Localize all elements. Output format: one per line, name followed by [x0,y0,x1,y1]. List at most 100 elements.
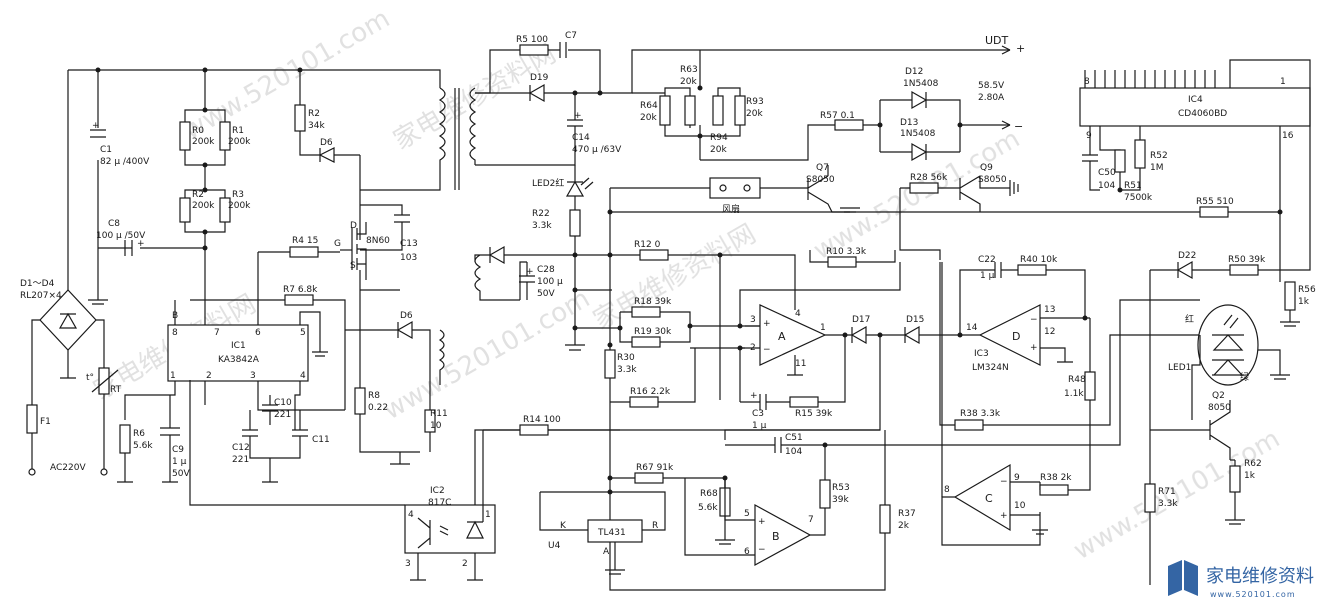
r52-value: 1M [1150,163,1164,173]
i-out: 2.80A [978,93,1005,103]
opa-pin11: 11 [795,359,806,369]
r57-label: R57 0.1 [820,111,855,121]
r28-label: R28 56k [910,173,948,183]
c28-label: C28 [537,265,555,275]
q9-label: Q9 [980,163,993,173]
r5-label: R5 100 [516,35,548,45]
ic1-pin1: 1 [170,371,176,381]
r6-label: R6 [133,429,145,439]
r3-value: 200k [228,201,251,211]
ic4-type: CD4060BD [1178,109,1227,119]
c9-value2: 50V [172,469,190,479]
led-green: 绿 [1240,371,1249,383]
right-section: IC4 CD4060BD 8 1 9 16 C50 104 R52 1M R51… [1079,59,1316,585]
opc-label: C [985,492,993,505]
r11-value: 10 [430,421,442,431]
u4-r: R [652,521,658,531]
opa-label: A [778,330,786,343]
c22-label: C22 [978,255,996,265]
r37-value: 2k [898,521,910,531]
ic3-label: IC3 [974,349,989,359]
d12-label: D12 [905,67,923,77]
r16-label: R16 2.2k [630,387,671,397]
q7-label: Q7 [816,163,829,173]
c51-label: C51 [785,433,803,443]
rt-label: RT [110,385,122,395]
u4-label: U4 [548,541,561,551]
opamp-a [759,304,827,366]
r56-value: 1k [1298,297,1310,307]
r18-label: R18 39k [634,297,672,307]
d19-label: D19 [530,73,549,83]
c14-value: 470 μ /63V [572,145,622,155]
c22-value: 1 μ [980,271,995,281]
r22-value: 3.3k [532,221,552,231]
c9-value1: 1 μ [172,457,187,467]
opa-pin3: 3 [750,315,756,325]
watermark-text: 家电维修资料网 [389,39,562,156]
c3-label: C3 [752,409,764,419]
opb-pin7: 7 [808,515,814,525]
r67-label: R67 91k [636,463,674,473]
r38b-label: R38 2k [1040,473,1072,483]
r8-label: R8 [368,391,380,401]
fan-box [709,177,761,199]
c10-label: C10 [274,398,292,408]
r22-label: R22 [532,209,550,219]
ic4-label: IC4 [1188,95,1203,105]
r94-label: R94 [710,133,728,143]
svg-text:t°: t° [86,373,94,383]
opd-label: D [1012,330,1020,343]
svg-text:+: + [750,391,758,401]
opc-pin10: 10 [1014,501,1026,511]
ic4-pin1: 1 [1280,77,1286,87]
r7-label: R7 6.8k [283,285,318,295]
f1-label: F1 [40,417,51,427]
q9-type: S8050 [978,175,1007,185]
c50-label: C50 [1098,168,1116,178]
ac-label: AC220V [50,463,86,473]
r62-label: R62 [1244,459,1262,469]
r48-value: 1.1k [1064,389,1084,399]
r10-label: R10 3.3k [826,247,867,257]
fan-label: 风扇 [722,203,740,215]
logo-text: 家电维修资料 [1206,566,1314,587]
opd-pin14: 14 [966,323,978,333]
site-logo: 家电维修资料 www.520101.com [1168,560,1314,599]
opd-pin13: 13 [1044,305,1055,315]
d12-type: 1N5408 [903,79,939,89]
opb-label: B [772,530,780,543]
ic2-pin4: 4 [408,510,414,520]
r63-label: R63 [680,65,698,75]
c13-value: 103 [400,253,417,263]
r19-label: R19 30k [634,327,672,337]
secondary-section: R5 100 C7 D19 UDT + + C14 470 μ /63V R63… [469,31,1283,591]
r30-value: 3.3k [617,365,637,375]
optocoupler: IC2 817C 4 1 3 2 [189,380,620,581]
opamp-c [953,463,1011,532]
v-out: 58.5V [978,81,1005,91]
svg-text:+: + [574,111,582,121]
d15-label: D15 [906,315,924,325]
r68-value: 5.6k [698,503,718,513]
d6a-label: D6 [320,138,333,148]
r1-value: 200k [228,137,251,147]
minus-label: − [1014,120,1023,133]
d13-label: D13 [900,118,918,128]
led2-label: LED2红 [532,177,564,189]
pin-d: D [350,221,357,231]
opb-pin6: 6 [744,547,750,557]
watermark-text: www.520101.com [379,284,596,426]
ic1-pin6: 6 [255,328,261,338]
ic4-chip [1079,87,1311,127]
q7-type: S8050 [806,175,835,185]
r37-label: R37 [898,509,916,519]
svg-text:−: − [763,345,771,355]
q2-label: Q2 [1212,391,1225,401]
r71-label: R71 [1158,487,1176,497]
r53-value: 39k [832,495,849,505]
c10-value: 221 [274,410,291,420]
u4-k: K [560,521,567,531]
svg-text:−: − [1000,477,1008,487]
r51-label: R51 [1124,181,1142,191]
